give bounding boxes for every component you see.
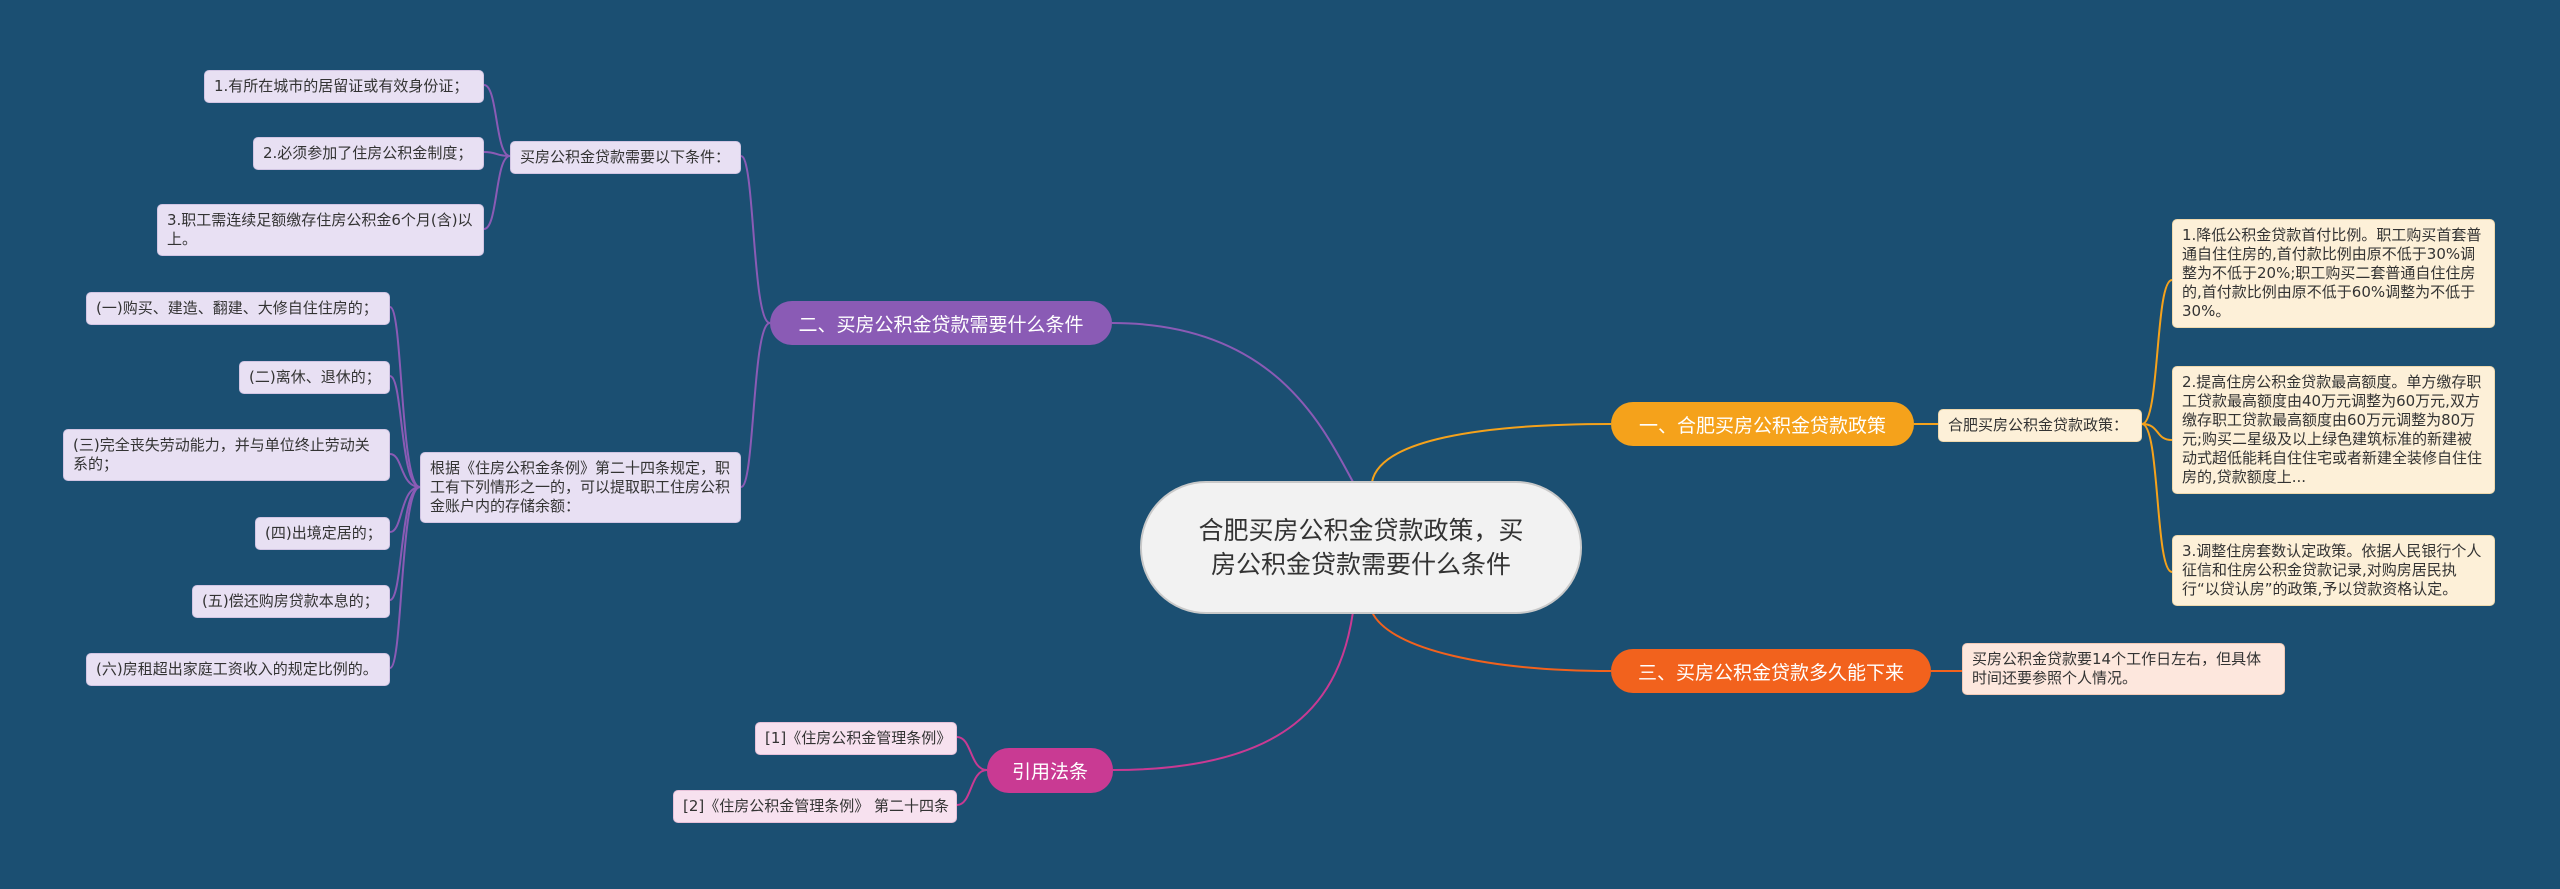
conditions-group2[interactable]: 根据《住房公积金条例》第二十四条规定，职工有下列情形之一的，可以提取职工住房公积… [420,452,741,523]
policy-item-2[interactable]: 2.提高住房公积金贷款最高额度。单方缴存职工贷款最高额度由40万元调整为60万元… [2172,366,2495,494]
branch-policy-label: 一、合肥买房公积金贷款政策 [1638,414,1886,437]
branch-policy[interactable]: 一、合肥买房公积金贷款政策 [1611,402,1914,446]
duration-detail[interactable]: 买房公积金贷款要14个工作日左右，但具体时间还要参照个人情况。 [1962,643,2285,695]
conditions-group2-item-6[interactable]: (六)房租超出家庭工资收入的规定比例的。 [86,653,390,686]
root-topic[interactable]: 合肥买房公积金贷款政策，买房公积金贷款需要什么条件 [1140,481,1582,614]
root-title: 合肥买房公积金贷款政策，买房公积金贷款需要什么条件 [1198,515,1524,579]
conditions-group2-item-3[interactable]: (三)完全丧失劳动能力，并与单位终止劳动关系的； [63,429,390,481]
conditions-group2-item-4[interactable]: (四)出境定居的； [255,517,390,550]
conditions-group1-item-2[interactable]: 2.必须参加了住房公积金制度； [253,137,484,170]
branch-references-label: 引用法条 [1011,761,1088,783]
branch-duration-label: 三、买房公积金贷款多久能下来 [1637,661,1904,684]
branch-conditions[interactable]: 二、买房公积金贷款需要什么条件 [770,301,1112,345]
conditions-group2-item-2[interactable]: (二)离休、退休的； [239,361,390,394]
branch-references[interactable]: 引用法条 [987,748,1113,793]
conditions-group2-item-5[interactable]: (五)偿还购房贷款本息的； [192,585,390,618]
reference-item-2[interactable]: [2]《住房公积金管理条例》 第二十四条 [673,790,957,823]
reference-item-1[interactable]: [1]《住房公积金管理条例》 [755,722,957,755]
policy-item-3[interactable]: 3.调整住房套数认定政策。依据人民银行个人征信和住房公积金贷款记录,对购房居民执… [2172,535,2495,606]
policy-item-1[interactable]: 1.降低公积金贷款首付比例。职工购买首套普通自住住房的,首付款比例由原不低于30… [2172,219,2495,328]
policy-sub-topic[interactable]: 合肥买房公积金贷款政策： [1938,409,2142,442]
conditions-group1[interactable]: 买房公积金贷款需要以下条件： [510,141,741,174]
conditions-group1-item-1[interactable]: 1.有所在城市的居留证或有效身份证； [204,70,484,103]
branch-conditions-label: 二、买房公积金贷款需要什么条件 [798,313,1084,336]
conditions-group2-item-1[interactable]: (一)购买、建造、翻建、大修自住住房的； [86,292,390,325]
branch-duration[interactable]: 三、买房公积金贷款多久能下来 [1611,649,1931,693]
conditions-group1-item-3[interactable]: 3.职工需连续足额缴存住房公积金6个月(含)以上。 [157,204,484,256]
